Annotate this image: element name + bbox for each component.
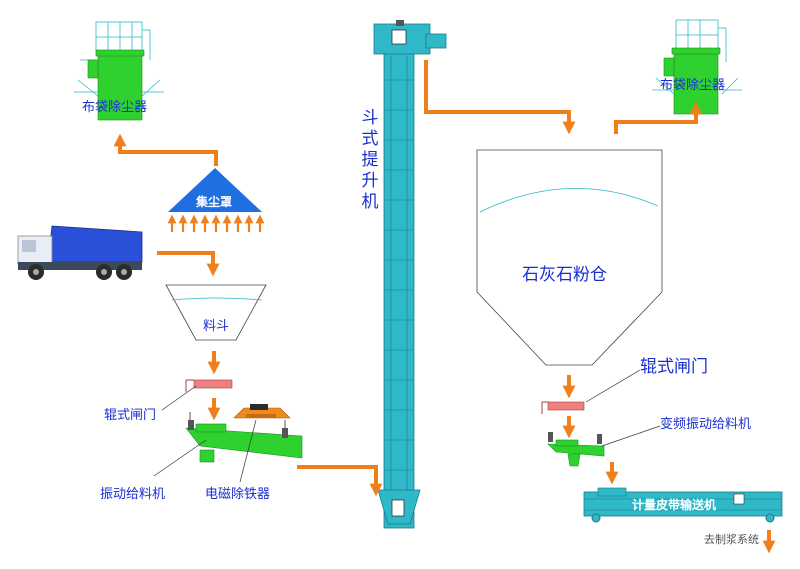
roller-gate-right-icon bbox=[541, 401, 585, 414]
label-vf-vibrating-feeder: 变频振动给料机 bbox=[660, 417, 752, 432]
label-dust-collector-left: 布袋除尘器 bbox=[82, 100, 148, 115]
silo-icon bbox=[476, 149, 663, 366]
vf-vibrating-feeder-icon bbox=[547, 432, 605, 467]
leader-lines bbox=[153, 369, 661, 483]
label-roller-gate-right: 辊式闸门 bbox=[640, 357, 708, 377]
label-to-system: 去制浆系统 bbox=[704, 533, 759, 546]
flow-arrow-feeder-to-elevator bbox=[297, 465, 383, 497]
magnetic-separator-icon bbox=[233, 404, 291, 419]
belt-conveyor-icon bbox=[583, 487, 783, 523]
flow-arrow-elevator-to-silo bbox=[424, 60, 576, 135]
flow-arrow-truck-to-hopper bbox=[157, 251, 220, 277]
label-silo: 石灰石粉仓 bbox=[522, 265, 607, 285]
flow-arrows bbox=[113, 60, 776, 554]
dump-truck-icon bbox=[17, 225, 143, 280]
flow-arrow-silo-to-filter bbox=[614, 101, 703, 134]
label-magnetic-separator: 电磁除铁器 bbox=[205, 487, 271, 502]
label-hopper: 料斗 bbox=[203, 319, 230, 334]
vibrating-feeder-icon bbox=[185, 412, 303, 463]
label-belt-conveyor: 计量皮带输送机 bbox=[632, 498, 717, 512]
dust-hood-icon bbox=[167, 168, 265, 232]
roller-gate-left-icon bbox=[185, 379, 233, 392]
label-dust-hood: 集尘罩 bbox=[196, 195, 233, 209]
bucket-elevator-icon bbox=[373, 20, 447, 529]
bag-filter-right-icon bbox=[652, 19, 742, 115]
label-vibrating-feeder: 振动给料机 bbox=[100, 487, 166, 502]
bag-filter-left-icon bbox=[74, 21, 164, 121]
label-bucket-elevator: 斗式提升机 bbox=[361, 108, 379, 212]
label-roller-gate-left: 辊式闸门 bbox=[104, 408, 157, 423]
label-dust-collector-right: 布袋除尘器 bbox=[660, 78, 726, 93]
flow-arrow-hood-to-filter bbox=[113, 133, 218, 166]
hopper-icon bbox=[165, 284, 267, 341]
